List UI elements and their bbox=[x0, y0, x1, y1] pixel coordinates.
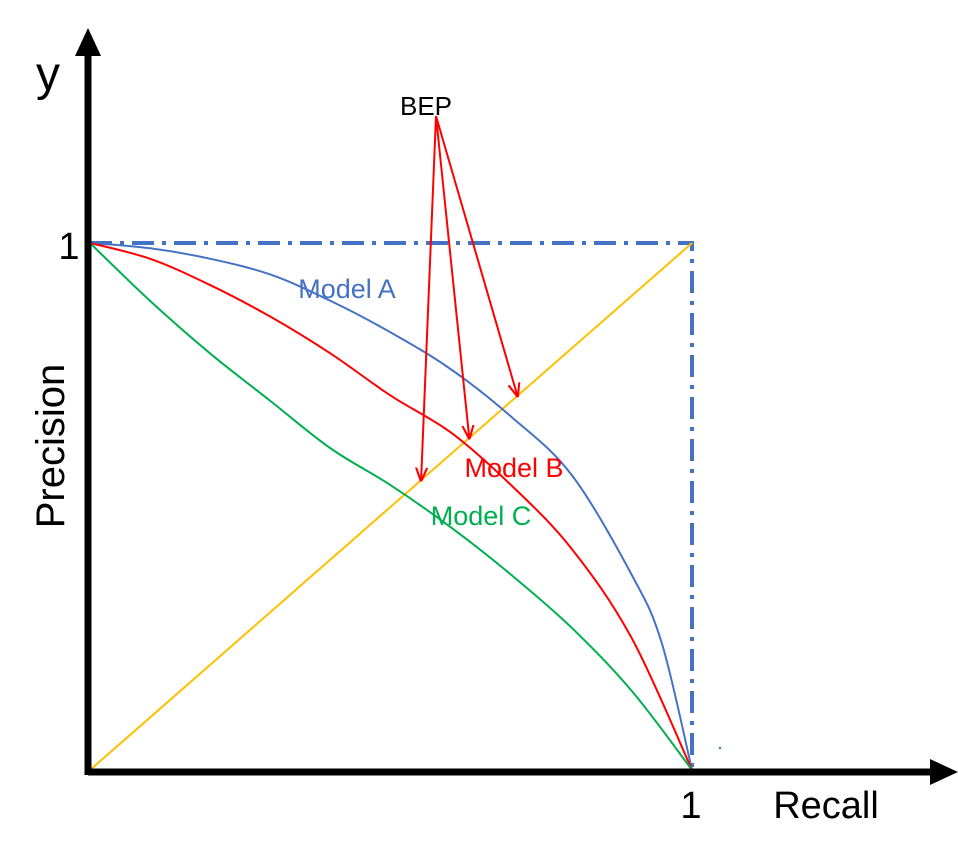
x-axis-label: Recall bbox=[773, 785, 879, 827]
x-axis-arrowhead bbox=[930, 759, 958, 785]
series-curve-model-a bbox=[89, 242, 693, 771]
y-axis-label: Precision bbox=[29, 364, 73, 529]
bep-arrow-model-c bbox=[421, 115, 437, 480]
labels: y Precision Recall 1 1 BEP Model A Model… bbox=[29, 48, 879, 827]
y-axis-arrowhead bbox=[75, 28, 101, 56]
bep-arrows bbox=[421, 115, 517, 480]
reference-lines bbox=[89, 241, 694, 771]
stray-dot bbox=[718, 746, 722, 750]
bep-arrow-model-b bbox=[435, 115, 469, 438]
y-tick-label: 1 bbox=[58, 226, 79, 268]
series-curve-model-c bbox=[89, 242, 693, 771]
series-curves bbox=[89, 242, 693, 771]
y-axis-letter: y bbox=[36, 48, 60, 101]
series-label-model-b: Model B bbox=[464, 453, 563, 483]
x-tick-label: 1 bbox=[680, 785, 701, 827]
bep-label: BEP bbox=[400, 91, 452, 121]
diagonal-line bbox=[89, 242, 693, 771]
axes bbox=[75, 28, 958, 785]
series-curve-model-b bbox=[89, 242, 693, 771]
bep-arrow-model-a bbox=[435, 115, 517, 396]
series-label-model-c: Model C bbox=[431, 501, 532, 531]
series-label-model-a: Model A bbox=[298, 274, 396, 304]
